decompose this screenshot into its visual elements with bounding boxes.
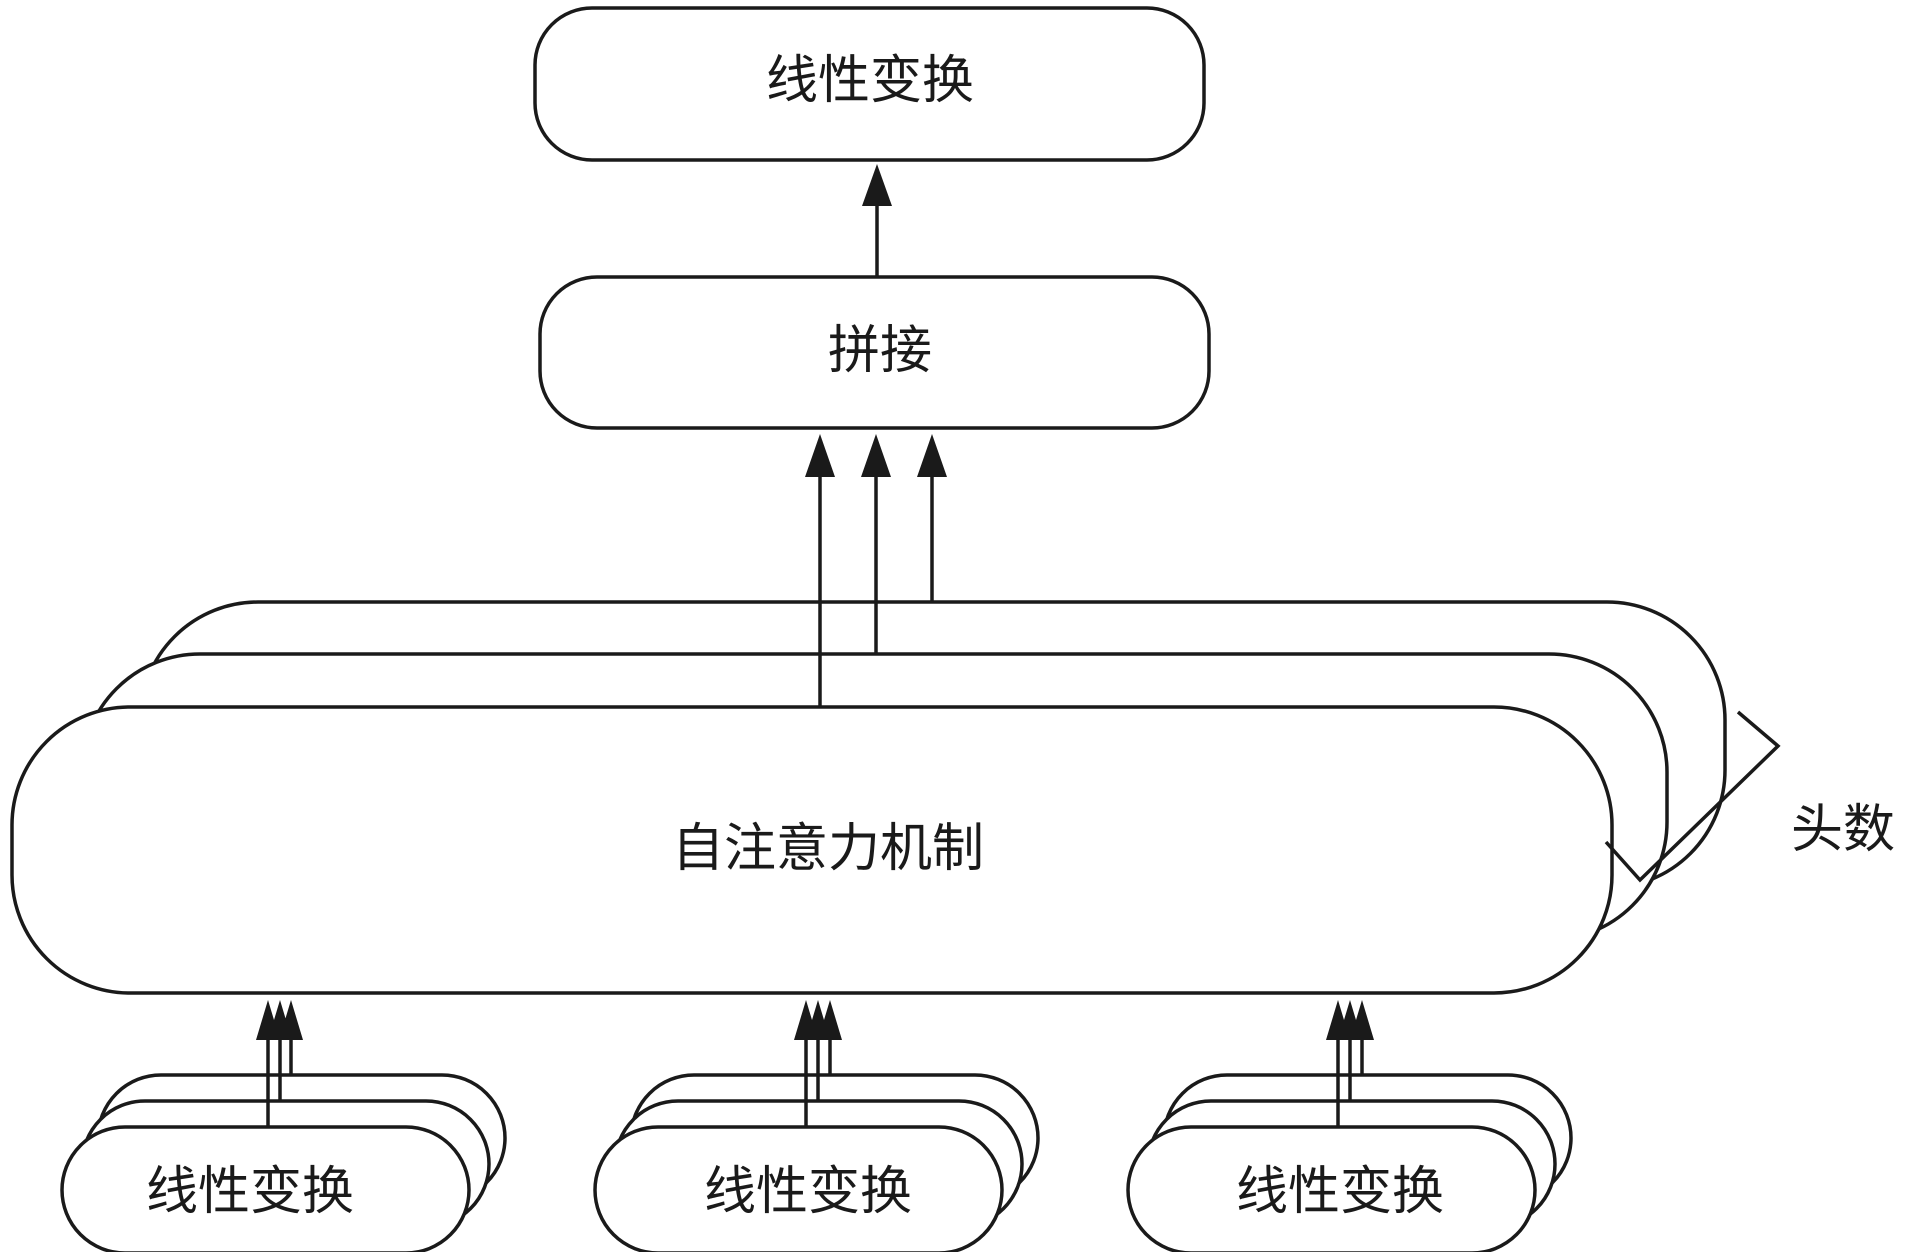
input-linear-label-2: 线性变换 [704,1162,912,1222]
input-linear-stack-2: 线性变换 [593,1000,1040,1252]
concat-node: 拼接 [538,275,1211,430]
heads-to-concat-arrows [805,434,947,707]
attention-node: 自注意力机制 [10,705,1614,995]
input-linear-label-1: 线性变换 [146,1162,354,1222]
heads-count-label: 头数 [1791,800,1895,860]
input-linear-stack-1: 线性变换 [60,1000,507,1252]
heads-count-brace [1604,710,1781,883]
top-linear-transform-node: 线性变换 [533,6,1206,162]
input-linear-label-3: 线性变换 [1236,1162,1444,1222]
top-linear-transform-label: 线性变换 [766,51,974,111]
input-linear-stack-3: 线性变换 [1126,1000,1573,1252]
concat-to-linear-arrow [862,164,892,276]
attention-label: 自注意力机制 [672,819,984,879]
concat-label: 拼接 [828,321,932,381]
